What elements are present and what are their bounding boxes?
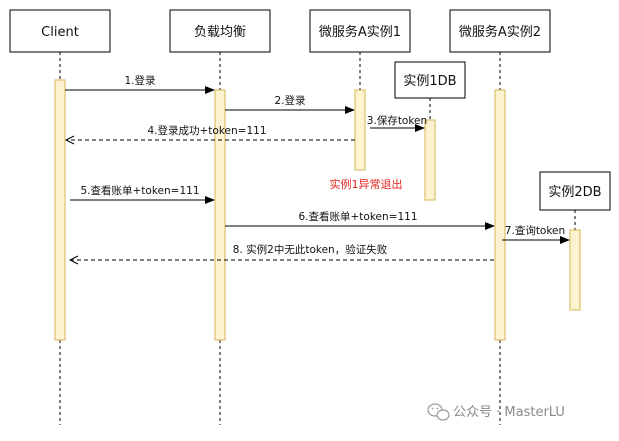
actor-service-instance-1: 微服务A实例1 [309, 9, 411, 53]
actor-load-balancer: 负载均衡 [169, 9, 271, 53]
actor-db-1: 实例1DB [394, 61, 466, 99]
actor-db2-label: 实例2DB [548, 185, 601, 200]
watermark: 公众号 · MasterLU [427, 403, 565, 421]
activation-bars [54, 79, 581, 341]
message-1-label: 1.登录 [124, 74, 155, 87]
actor-client: Client [9, 9, 111, 53]
actor-svc1-label: 微服务A实例1 [319, 24, 401, 40]
actor-service-instance-2: 微服务A实例2 [449, 9, 551, 53]
message-6-label: 6.查看账单+token=111 [298, 210, 417, 223]
message-5-label: 5.查看账单+token=111 [80, 184, 199, 197]
actor-lb-label: 负载均衡 [194, 25, 246, 40]
crash-note: 实例1异常退出 [330, 177, 403, 191]
message-2-label: 2.登录 [274, 94, 305, 107]
message-8-label: 8. 实例2中无此token，验证失败 [233, 243, 388, 256]
wechat-icon [427, 403, 450, 421]
message-3-label: 3.保存token [367, 114, 427, 127]
activation-lb [214, 89, 226, 341]
actor-svc2-label: 微服务A实例2 [459, 24, 541, 40]
activation-db2 [569, 229, 581, 311]
actor-db-2: 实例2DB [539, 171, 611, 211]
watermark-text: 公众号 · MasterLU [453, 405, 565, 420]
message-4-label: 4.登录成功+token=111 [147, 124, 266, 137]
message-7-label: 7.查询token [505, 224, 565, 237]
activation-svc2 [494, 89, 506, 341]
activation-client [54, 79, 66, 341]
activation-svc1 [354, 89, 366, 171]
actor-client-label: Client [41, 25, 79, 40]
activation-db1 [424, 119, 436, 201]
actor-db1-label: 实例1DB [403, 74, 456, 89]
